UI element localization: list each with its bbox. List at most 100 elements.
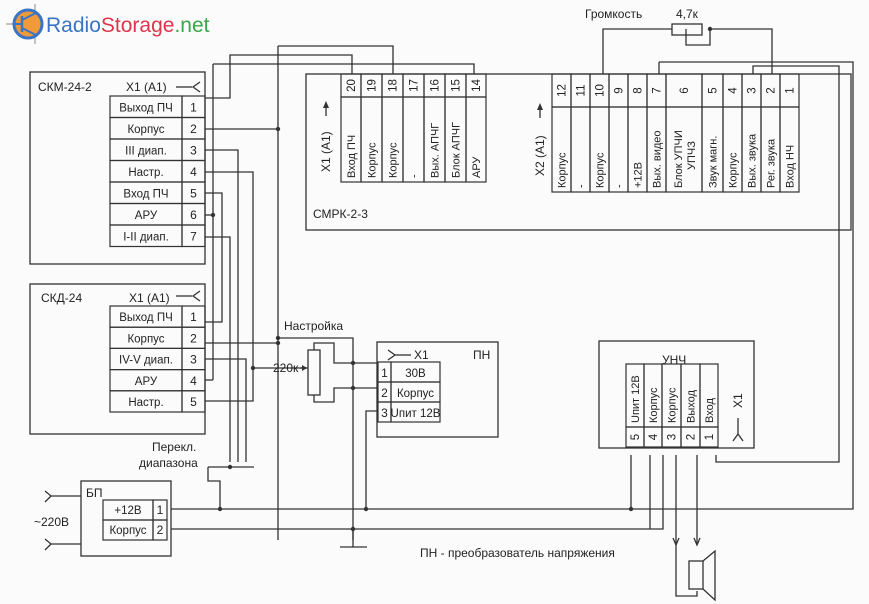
pin-number: 1 bbox=[704, 434, 716, 440]
pin-number: 20 bbox=[346, 79, 358, 92]
pin-label: Блок АПЧГ bbox=[451, 122, 463, 178]
site-logo[interactable]: RadioStorage.net bbox=[6, 4, 210, 44]
pin-number: 5 bbox=[630, 434, 642, 440]
pin-row: IV-V диап. 3 bbox=[109, 347, 206, 371]
pin-number: 6 bbox=[679, 87, 691, 93]
pin-label: Uпит 12В bbox=[391, 408, 441, 420]
pin-label: Вход ПЧ bbox=[346, 135, 358, 178]
pin-label: Вых. видео bbox=[652, 131, 664, 189]
volume-value-label: 4,7к bbox=[676, 7, 699, 21]
pin-label: Корпус bbox=[127, 333, 164, 345]
pin-number: 4 bbox=[190, 374, 197, 388]
pin-number: 17 bbox=[409, 79, 421, 92]
pin-label: Корпус bbox=[367, 142, 379, 178]
pin-number: 3 bbox=[190, 144, 197, 158]
pin-label: 30В bbox=[405, 368, 426, 380]
pin-number: 9 bbox=[614, 87, 626, 93]
connector-socket-icon bbox=[176, 81, 201, 93]
pin-number: 2 bbox=[766, 87, 778, 93]
connector-socket-icon bbox=[176, 290, 201, 302]
skd-title: СКД-24 bbox=[41, 291, 82, 305]
tuning-potentiometer-icon[interactable] bbox=[300, 349, 321, 396]
pn-connector-label: X1 bbox=[414, 348, 429, 362]
pin-number: 4 bbox=[648, 433, 660, 440]
pin-column: 5 Uпит 12В bbox=[625, 363, 645, 448]
pin-label: Настр. bbox=[128, 397, 163, 409]
pin-number: 15 bbox=[451, 79, 463, 92]
pin-row: Настр.4 bbox=[109, 159, 206, 183]
pin-label: Корпус bbox=[397, 388, 434, 400]
mains-label: ~220В bbox=[34, 515, 69, 529]
pin-label: Корпус bbox=[557, 152, 569, 188]
junctions bbox=[210, 26, 713, 532]
band-switch-label-1: Перекл. bbox=[152, 440, 196, 454]
arrow-up-icon bbox=[537, 103, 543, 118]
speaker-icon bbox=[672, 537, 716, 602]
pin-row: Настр.5 bbox=[109, 390, 206, 413]
pin-label: - bbox=[614, 184, 626, 188]
pin-number: 3 bbox=[667, 434, 679, 440]
pin-label: Корпус bbox=[648, 387, 660, 423]
pn-title: ПН bbox=[473, 348, 490, 362]
pin-label: Корпус bbox=[728, 152, 740, 188]
band-switch-label-2: диапазона bbox=[139, 456, 198, 470]
pin-label: Вых. звука bbox=[747, 133, 759, 188]
pin-label: АРУ bbox=[471, 156, 483, 178]
pin-number: 14 bbox=[471, 79, 483, 92]
pin-label: IV-V диап. bbox=[119, 355, 173, 367]
pin-number: 3 bbox=[190, 353, 197, 367]
pin-number: 19 bbox=[367, 79, 379, 92]
wiring bbox=[171, 28, 854, 597]
pin-number: 1 bbox=[157, 503, 164, 517]
mains-plug-icon bbox=[44, 490, 81, 551]
volume-label: Громкость bbox=[585, 7, 642, 21]
pin-number: 8 bbox=[633, 87, 645, 93]
pin-label: Выход ПЧ bbox=[119, 103, 173, 115]
pin-label: Вход НЧ bbox=[785, 145, 797, 188]
pin-label: - bbox=[409, 174, 421, 178]
pin-number: 10 bbox=[595, 84, 607, 97]
pin-number: 3 bbox=[747, 87, 759, 93]
pin-label: Вход ПЧ bbox=[123, 189, 168, 201]
svg-text:RadioStorage.net: RadioStorage.net bbox=[46, 14, 210, 37]
transistor-logo-icon bbox=[6, 4, 44, 44]
pin-number: 5 bbox=[190, 187, 197, 201]
pin-label: III диап. bbox=[125, 146, 167, 158]
pin-number: 1 bbox=[190, 101, 197, 115]
pin-label: Uпит 12В bbox=[630, 375, 642, 423]
volume-potentiometer-icon[interactable] bbox=[671, 23, 703, 36]
tuning-label: Настройка bbox=[284, 319, 343, 333]
pin-label: +12В bbox=[633, 162, 645, 188]
pin-number: 2 bbox=[190, 122, 197, 136]
pin-column: 9- bbox=[608, 73, 629, 193]
pin-label: Вых. АПЧГ bbox=[430, 123, 442, 178]
